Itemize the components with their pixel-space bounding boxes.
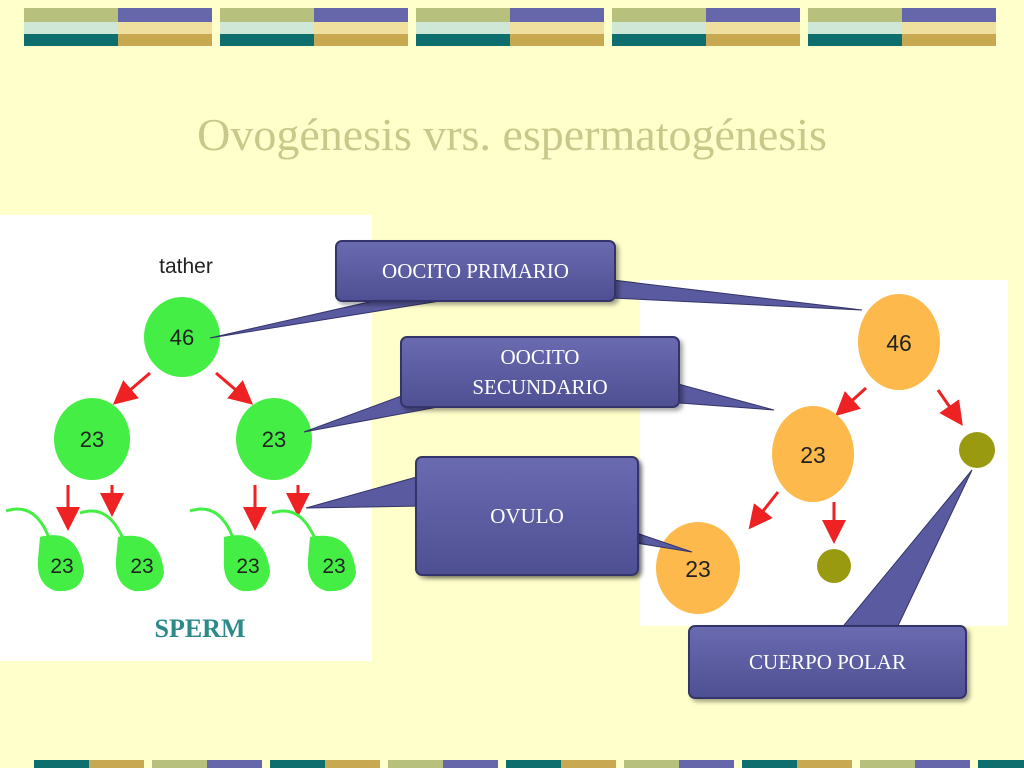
svg-text:23: 23 (236, 555, 259, 578)
top-deco-block-5 (808, 8, 996, 46)
svg-text:23: 23 (685, 556, 711, 582)
oocyte-secondary-cell: 23 (772, 406, 854, 502)
ovum-cell: 23 (656, 522, 740, 614)
sperm-cell-4: 23 (271, 509, 356, 592)
callout-secundario-line1: OOCITO (500, 344, 580, 369)
sperm-cell-1: 23 (5, 507, 84, 592)
svg-text:23: 23 (130, 555, 153, 578)
sperm-root-cell: 46 (144, 297, 220, 377)
svg-text:23: 23 (50, 555, 73, 578)
callout-secundario-line2: SECUNDARIO (472, 375, 608, 399)
callout-oocito-primario: OOCITO PRIMARIO (335, 240, 616, 302)
svg-text:46: 46 (886, 330, 912, 356)
oogenesis-diagram: 46 23 23 (656, 294, 995, 614)
top-deco-block-2 (220, 8, 408, 46)
svg-text:23: 23 (80, 427, 104, 452)
sperm-label: SPERM (155, 614, 246, 643)
spermatogenesis-panel: tather 46 23 23 23 2 (0, 215, 372, 661)
sperm-secondary-cell-1: 23 (54, 398, 130, 480)
svg-text:23: 23 (262, 427, 286, 452)
svg-text:23: 23 (800, 442, 826, 468)
sperm-division-arrows (56, 371, 310, 531)
oogenesis-arrows (748, 386, 963, 544)
sperm-cell-2: 23 (79, 509, 164, 592)
callout-oocito-secundario: OOCITO SECUNDARIO (400, 336, 680, 408)
oogenesis-panel: 46 23 23 (640, 280, 1008, 626)
sperm-cell-3: 23 (189, 507, 270, 592)
sperm-secondary-cell-2: 23 (236, 398, 312, 480)
top-decoration (24, 8, 996, 46)
callout-ovulo: OVULO (415, 456, 639, 576)
father-label: tather (159, 255, 213, 278)
top-deco-block-3 (416, 8, 604, 46)
oocyte-primary-cell: 46 (858, 294, 940, 390)
svg-text:46: 46 (170, 325, 194, 350)
spermatogenesis-diagram: tather 46 23 23 23 2 (5, 255, 356, 643)
top-deco-block-4 (612, 8, 800, 46)
slide-title: Ovogénesis vrs. espermatogénesis (197, 109, 827, 160)
polar-body-1 (959, 432, 995, 468)
top-deco-block-1 (24, 8, 212, 46)
svg-text:23: 23 (322, 555, 345, 578)
polar-body-2 (817, 549, 851, 583)
callout-cuerpo-polar: CUERPO POLAR (688, 625, 967, 699)
